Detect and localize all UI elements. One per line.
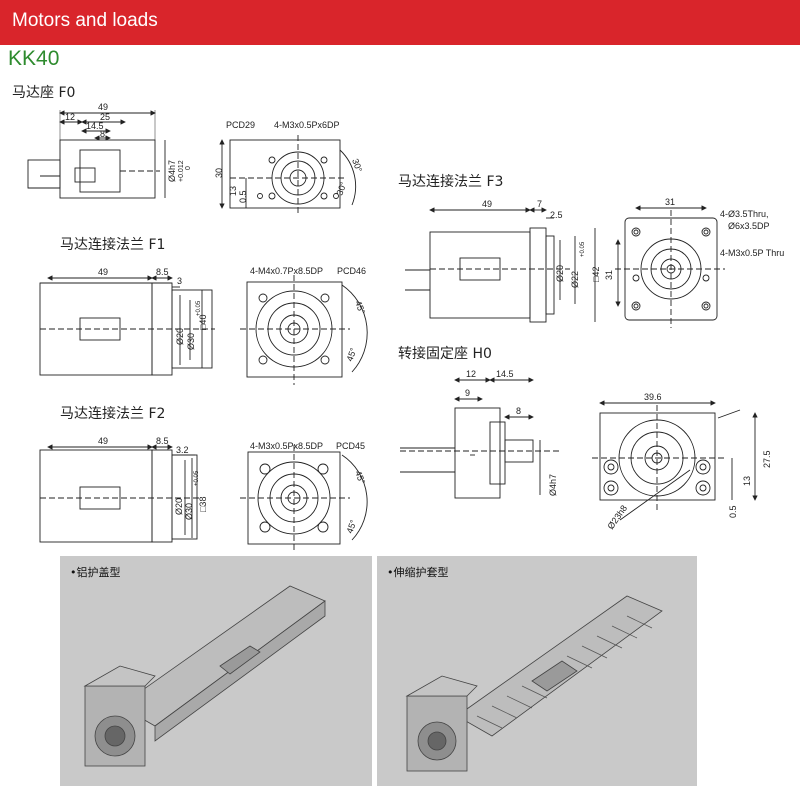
- photo-aluminum-cover: •铝护盖型: [60, 556, 372, 786]
- h0-side-view: [400, 377, 560, 499]
- f0-shaft-tol2: 0: [185, 166, 192, 170]
- f2-bore: Ø20: [174, 498, 184, 515]
- h0-shaft-dia: Ø4h7: [548, 474, 558, 496]
- f2-angle2: 45°: [344, 518, 358, 535]
- f0-side-view: [27, 110, 166, 199]
- f1-pcd: PCD46: [337, 266, 366, 276]
- h0-dim-39-6: 39.6: [644, 392, 662, 402]
- h0-dim-0-5: 0.5: [728, 505, 738, 518]
- f3-front-view: [615, 205, 725, 328]
- caption-f0: 马达座 F0: [12, 85, 76, 101]
- f3-square: □42: [591, 267, 601, 282]
- f2-dim-3-2: 3.2: [176, 445, 189, 455]
- h0-dim-13: 13: [742, 476, 752, 486]
- f1-angle1: 45°: [353, 299, 367, 316]
- f1-front-view: [240, 275, 368, 385]
- f2-front-view: [240, 445, 368, 552]
- header-title: Motors and loads: [12, 10, 158, 31]
- header-banner: Motors and loads: [0, 0, 800, 45]
- f3-bore: Ø20: [555, 265, 565, 282]
- f2-side-view: [39, 444, 200, 543]
- bellows-cover-module-image: [405, 595, 663, 772]
- h0-dim-27-5: 27.5: [762, 450, 772, 468]
- f2-spigot-tol: +0.05: [194, 470, 200, 486]
- f3-dim-w31: 31: [665, 197, 675, 207]
- caption-f2: 马达连接法兰 F2: [60, 406, 166, 422]
- f1-side-view: [39, 275, 215, 376]
- f2-pcd: PCD45: [336, 441, 365, 451]
- f0-dim-25: 25: [100, 112, 110, 122]
- f1-square: □40: [198, 315, 208, 330]
- f3-spigot-tol: +0.05: [580, 241, 586, 257]
- f1-bore: Ø20: [175, 328, 185, 345]
- f2-square: □38: [198, 497, 208, 512]
- h0-pcd: Ø23h8: [605, 503, 629, 531]
- f1-dim-length: 49: [98, 267, 108, 277]
- f0-dim-length: 49: [98, 102, 108, 112]
- f2-angle1: 45°: [353, 469, 367, 486]
- h0-dim-8: 8: [516, 406, 521, 416]
- f0-angle2: 30°: [334, 180, 348, 197]
- f1-thread: 4-M4x0.7Px8.5DP: [250, 266, 323, 276]
- f2-thread: 4-M3x0.5Px8.5DP: [250, 441, 323, 451]
- caption-f1: 马达连接法兰 F1: [60, 237, 166, 253]
- f0-shaft-dia: Ø4h7: [167, 160, 177, 182]
- f3-thread: 4-M3x0.5P Thru: [720, 248, 784, 258]
- f0-dim-12: 12: [65, 112, 75, 122]
- h0-front-view: [592, 400, 758, 521]
- caption-f3: 马达连接法兰 F3: [398, 174, 504, 190]
- f1-dim-8-5: 8.5: [156, 267, 169, 277]
- f1-spigot: Ø30: [186, 333, 196, 350]
- f0-front-view: [219, 135, 357, 215]
- f1-angle2: 45°: [344, 346, 358, 363]
- f3-side-view: [405, 207, 596, 323]
- f3-dim-2-5: 2.5: [550, 210, 563, 220]
- f0-angle1: 30°: [350, 157, 364, 174]
- f0-dim-13: 13: [228, 186, 238, 196]
- f2-dim-length: 49: [98, 436, 108, 446]
- f0-dim-8: 8: [100, 129, 105, 139]
- f0-pcd: PCD29: [226, 120, 255, 130]
- f3-thru: 4-Ø3.5Thru,: [720, 209, 769, 219]
- f3-dim-length: 49: [482, 199, 492, 209]
- f1-spigot-tol: +0.05: [196, 300, 202, 316]
- photo-caption-bellows: •伸缩护套型: [387, 566, 449, 579]
- f0-dim-14-5: 14.5: [86, 121, 104, 131]
- f0-dim-0-5: 0.5: [238, 190, 248, 203]
- technical-drawings: 49 12 25 14.5 8 Ø4h7 +0.012 0 30 13 0.5 …: [27, 102, 784, 552]
- f2-spigot: Ø30: [184, 503, 194, 520]
- f2-dim-8-5: 8.5: [156, 436, 169, 446]
- caption-h0: 转接固定座 H0: [398, 346, 492, 362]
- f3-spigot: Ø22: [570, 271, 580, 288]
- f0-thread: 4-M3x0.5Px6DP: [274, 120, 340, 130]
- f3-dim-h31: 31: [604, 270, 614, 280]
- f3-dim-7: 7: [537, 199, 542, 209]
- h0-dim-9: 9: [465, 388, 470, 398]
- photo-caption-aluminum: •铝护盖型: [70, 566, 121, 579]
- aluminum-cover-module-image: [83, 585, 326, 767]
- f0-shaft-tol: +0.012: [178, 160, 185, 182]
- f3-cbore: Ø6x3.5DP: [728, 221, 770, 231]
- f1-dim-3: 3: [177, 276, 182, 286]
- photo-bellows-cover: •伸缩护套型: [377, 556, 697, 786]
- h0-dim-12: 12: [466, 369, 476, 379]
- f0-dim-30: 30: [214, 168, 224, 178]
- h0-dim-14-5: 14.5: [496, 369, 514, 379]
- model-name: KK40: [8, 47, 60, 70]
